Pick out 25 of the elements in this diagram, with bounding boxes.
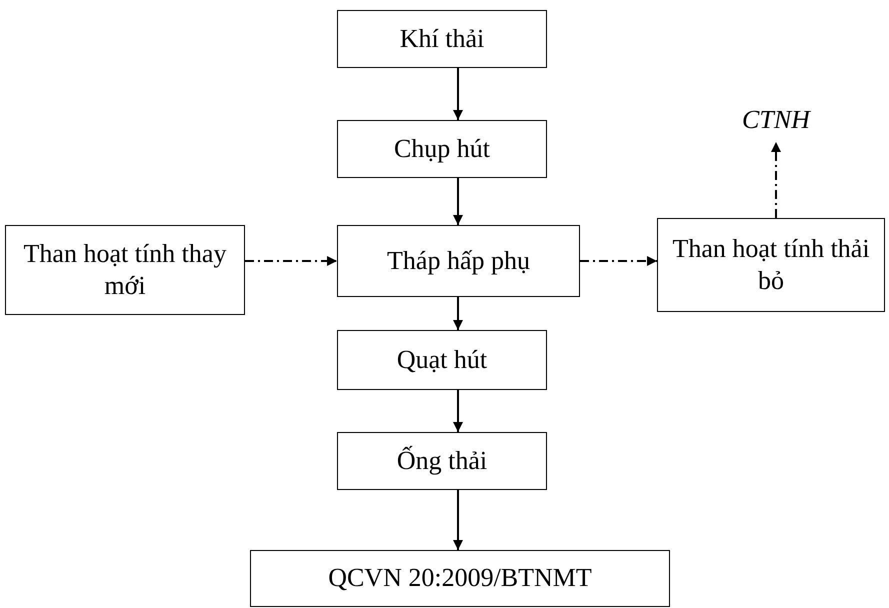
arrow [245,256,337,266]
arrow [453,68,463,120]
arrow [453,297,463,330]
box-label: QCVN 20:2009/BTNMT [328,562,592,594]
box-label: Chụp hút [394,132,490,165]
box-label: Tháp hấp phụ [387,244,530,277]
output-label: CTNH [735,98,817,142]
arrow [453,390,463,432]
box-label: Quạt hút [396,344,488,376]
arrow [580,256,657,266]
box-label: Ống thải [396,444,488,477]
arrow [453,490,463,550]
process-box [337,225,580,297]
process-box [337,120,547,178]
arrow [453,178,463,225]
process-box [5,225,245,315]
arrow [771,142,781,218]
process-box [337,432,547,490]
box-label: Than hoạt tính thải bỏ [671,232,871,297]
process-box [250,550,670,607]
process-box [657,218,885,312]
process-box [337,330,547,390]
process-box [337,10,547,68]
box-label: Khí thải [400,22,484,55]
box-label: Than hoạt tính thay mới [22,238,228,302]
